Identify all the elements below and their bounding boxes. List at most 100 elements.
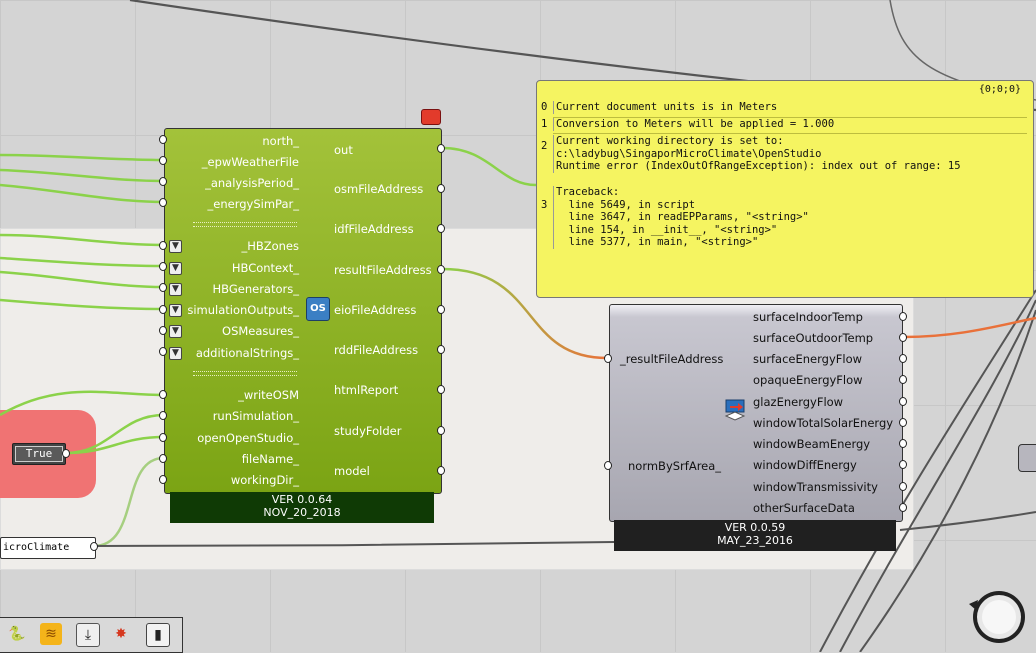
output-port[interactable]	[899, 333, 907, 342]
input-os-measures[interactable]: OSMeasures_	[222, 324, 299, 338]
output-port[interactable]	[437, 345, 445, 354]
output-opaque-energy-flow[interactable]: opaqueEnergyFlow	[753, 373, 863, 387]
input-port[interactable]	[159, 390, 167, 399]
output-window-total-solar-energy[interactable]: windowTotalSolarEnergy	[753, 416, 894, 430]
input-hb-generators[interactable]: HBGenerators_	[212, 282, 299, 296]
output-port[interactable]	[437, 385, 445, 394]
input-separator	[193, 222, 297, 223]
output-port[interactable]	[899, 439, 907, 448]
output-window-diff-energy[interactable]: windowDiffEnergy	[753, 458, 857, 472]
input-additional-strings[interactable]: additionalStrings_	[195, 346, 299, 360]
output-window-beam-energy[interactable]: windowBeamEnergy	[753, 437, 871, 451]
output-result-file-address[interactable]: resultFileAddress	[334, 263, 432, 277]
output-port[interactable]	[899, 354, 907, 363]
output-eio-file-address[interactable]: eioFileAddress	[334, 303, 417, 317]
output-port[interactable]	[437, 144, 445, 153]
output-study-folder[interactable]: studyFolder	[334, 424, 402, 438]
flatten-icon[interactable]: ▼	[169, 304, 182, 317]
output-port[interactable]	[899, 375, 907, 384]
output-port[interactable]	[899, 397, 907, 406]
row-text: Conversion to Meters will be applied = 1…	[553, 118, 1027, 131]
output-out[interactable]: out	[334, 143, 353, 157]
honeybee-icon[interactable]: ✸	[115, 626, 127, 642]
device-icon[interactable]: ▮	[146, 623, 170, 647]
input-port[interactable]	[159, 326, 167, 335]
output-port[interactable]	[899, 460, 907, 469]
input-run-simulation[interactable]: runSimulation_	[212, 409, 299, 423]
output-idf-file-address[interactable]: idfFileAddress	[334, 222, 414, 236]
flatten-icon[interactable]: ▼	[169, 347, 182, 360]
output-port[interactable]	[437, 265, 445, 274]
output-window-transmissivity[interactable]: windowTransmissivity	[753, 480, 878, 494]
input-port[interactable]	[159, 135, 167, 144]
boolean-toggle[interactable]: True	[12, 443, 66, 465]
input-epw-weather-file[interactable]: _epwWeatherFile	[201, 155, 299, 169]
input-port[interactable]	[159, 305, 167, 314]
openstudio-icon: OS	[306, 297, 330, 321]
input-file-name[interactable]: fileName_	[241, 452, 299, 466]
navigation-wheel-icon[interactable]	[966, 584, 1028, 646]
input-port[interactable]	[159, 156, 167, 165]
output-glaz-energy-flow[interactable]: glazEnergyFlow	[753, 395, 844, 409]
row-index: 0	[541, 101, 548, 113]
version-text: VER 0.0.64	[271, 493, 333, 506]
output-html-report[interactable]: htmlReport	[334, 383, 399, 397]
warning-flag-icon[interactable]	[421, 109, 441, 125]
input-port[interactable]	[604, 354, 612, 363]
version-bar: VER 0.0.59 MAY_23_2016	[614, 520, 896, 551]
input-simulation-outputs[interactable]: simulationOutputs_	[187, 303, 299, 317]
output-surface-indoor-temp[interactable]: surfaceIndoorTemp	[753, 310, 863, 324]
output-port[interactable]	[62, 449, 70, 458]
input-working-dir[interactable]: workingDir_	[230, 473, 299, 487]
output-port[interactable]	[899, 482, 907, 491]
input-write-osm[interactable]: _writeOSM	[238, 388, 299, 402]
output-osm-file-address[interactable]: osmFileAddress	[334, 182, 424, 196]
input-open-openstudio[interactable]: openOpenStudio_	[197, 431, 299, 445]
row-index: 3	[541, 199, 548, 211]
flatten-icon[interactable]: ▼	[169, 283, 182, 296]
output-rdd-file-address[interactable]: rddFileAddress	[334, 343, 419, 357]
flatten-icon[interactable]: ▼	[169, 325, 182, 338]
output-other-surface-data[interactable]: otherSurfaceData	[753, 501, 855, 515]
input-port[interactable]	[604, 461, 612, 470]
input-hb-zones[interactable]: _HBZones	[241, 239, 299, 253]
input-norm-by-srf-area[interactable]: normBySrfArea_	[628, 459, 722, 473]
download-icon[interactable]: ⤓	[76, 623, 100, 647]
output-port[interactable]	[899, 503, 907, 512]
python-icon[interactable]: 🐍	[8, 626, 26, 642]
input-energy-sim-par[interactable]: _energySimPar_	[207, 197, 299, 211]
ladybug-icon[interactable]: ≋	[40, 623, 62, 645]
input-port[interactable]	[159, 177, 167, 186]
offscreen-component[interactable]	[1018, 444, 1036, 472]
output-port[interactable]	[437, 305, 445, 314]
output-surface-energy-flow[interactable]: surfaceEnergyFlow	[753, 352, 863, 366]
output-port[interactable]	[437, 184, 445, 193]
input-port[interactable]	[159, 454, 167, 463]
input-port[interactable]	[159, 198, 167, 207]
input-hb-context[interactable]: HBContext_	[231, 261, 299, 275]
output-surface-outdoor-temp[interactable]: surfaceOutdoorTemp	[753, 331, 874, 345]
flatten-icon[interactable]: ▼	[169, 262, 182, 275]
output-port[interactable]	[899, 418, 907, 427]
input-separator	[193, 371, 297, 372]
output-port[interactable]	[899, 312, 907, 321]
input-port[interactable]	[159, 433, 167, 442]
input-north[interactable]: north_	[262, 134, 299, 148]
honeybee-run-energy-simulation-component[interactable]: north_ _epwWeatherFile _analysisPeriod_ …	[164, 128, 442, 494]
input-port[interactable]	[159, 262, 167, 271]
flatten-icon[interactable]: ▼	[169, 240, 182, 253]
output-model[interactable]: model	[334, 464, 370, 478]
output-port[interactable]	[437, 466, 445, 475]
input-port[interactable]	[159, 475, 167, 484]
output-port[interactable]	[437, 224, 445, 233]
input-port[interactable]	[159, 283, 167, 292]
input-port[interactable]	[159, 241, 167, 250]
output-port[interactable]	[90, 542, 98, 551]
input-port[interactable]	[159, 347, 167, 356]
input-result-file-address[interactable]: _resultFileAddress	[620, 352, 724, 366]
output-port[interactable]	[437, 426, 445, 435]
text-panel[interactable]: icroClimate	[0, 537, 96, 559]
input-port[interactable]	[159, 411, 167, 420]
input-analysis-period[interactable]: _analysisPeriod_	[205, 176, 299, 190]
honeybee-read-ep-surface-result-component[interactable]: _resultFileAddress normBySrfArea_ surfac…	[609, 304, 903, 522]
